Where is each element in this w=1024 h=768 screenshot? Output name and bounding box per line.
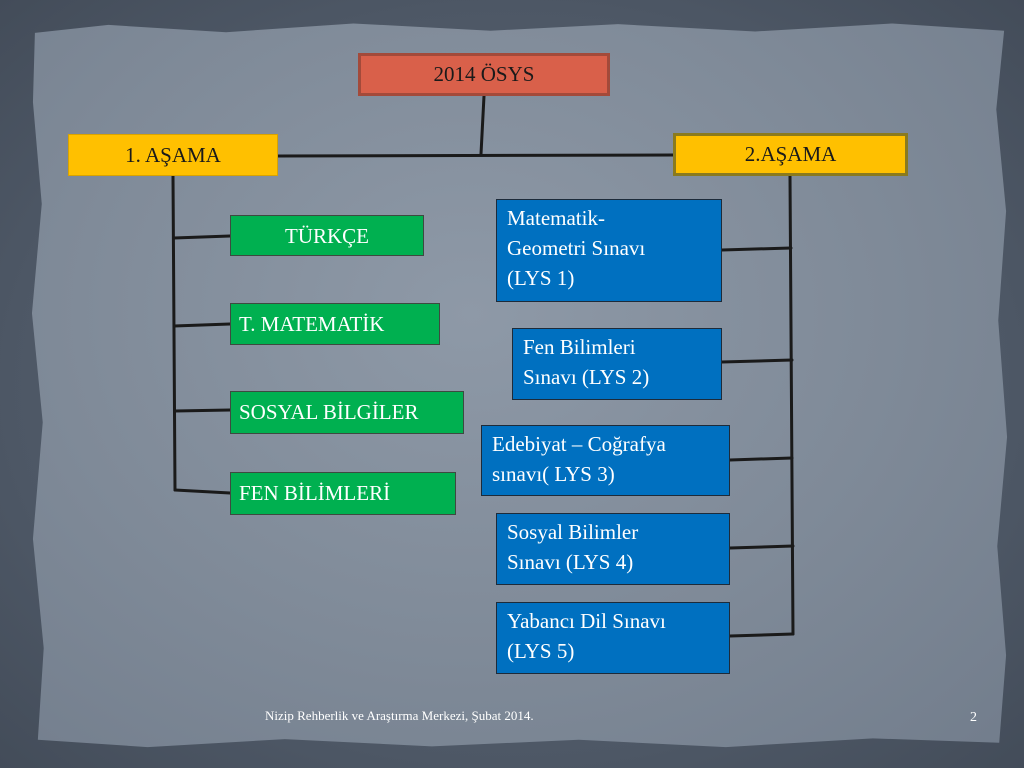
stage1-item-label: T. MATEMATİK [239,312,385,336]
connector-stage2-item-3 [728,456,794,462]
stage1-item: T. MATEMATİK [230,303,440,345]
stage2-item-line: (LYS 1) [507,266,575,290]
connector-stage2-trunk [788,174,795,636]
connector-stage2-item-4 [728,544,795,550]
connector-stage-bar [276,153,676,158]
stage2-item-line: (LYS 5) [507,639,575,663]
stage1-item-label: SOSYAL BİLGİLER [239,400,419,424]
connector-stage1-item-3 [173,408,232,413]
connector-stage1-item-2 [172,322,232,328]
stage1-item: FEN BİLİMLERİ [230,472,456,515]
stage2-item-line: Sınavı (LYS 4) [507,550,634,574]
stage1-item: TÜRKÇE [230,215,424,256]
root-label: 2014 ÖSYS [433,62,535,86]
stage1-label: 1. AŞAMA [125,143,221,167]
stage1-item-label: TÜRKÇE [285,224,369,248]
connector-stage2-item-5 [728,632,795,638]
stage2-item: Matematik- Geometri Sınavı (LYS 1) [496,199,722,302]
stage2-item-line: Fen Bilimleri [523,335,636,359]
stage2-item-line: Geometri Sınavı [507,236,646,260]
connector-root [479,94,486,156]
connector-stage1-trunk [171,174,177,492]
stage2-label: 2.AŞAMA [744,142,837,166]
connector-stage1-item-4 [173,488,232,495]
connector-stage1-item-1 [172,234,232,240]
footer-text: Nizip Rehberlik ve Araştırma Merkezi, Şu… [265,708,534,723]
stage2-item-line: sınavı( LYS 3) [492,462,615,486]
stage1-node: 1. AŞAMA [68,134,278,176]
stage1-item: SOSYAL BİLGİLER [230,391,464,434]
stage2-item-line: Matematik- [507,206,605,230]
stage2-item: Sosyal Bilimler Sınavı (LYS 4) [496,513,730,585]
page-number: 2 [970,710,977,725]
stage2-item-line: Edebiyat – Coğrafya [492,432,666,456]
stage2-item: Fen Bilimleri Sınavı (LYS 2) [512,328,722,400]
root-node: 2014 ÖSYS [358,53,610,96]
stage2-item: Edebiyat – Coğrafya sınavı( LYS 3) [481,425,730,496]
connector-stage2-item-1 [720,246,793,252]
connector-stage2-item-2 [720,358,794,364]
stage2-item-line: Sınavı (LYS 2) [523,365,650,389]
stage2-item-line: Sosyal Bilimler [507,520,639,544]
stage2-item: Yabancı Dil Sınavı (LYS 5) [496,602,730,674]
stage1-item-label: FEN BİLİMLERİ [239,481,391,505]
stage2-item-line: Yabancı Dil Sınavı [507,609,666,633]
stage2-node: 2.AŞAMA [673,133,908,176]
